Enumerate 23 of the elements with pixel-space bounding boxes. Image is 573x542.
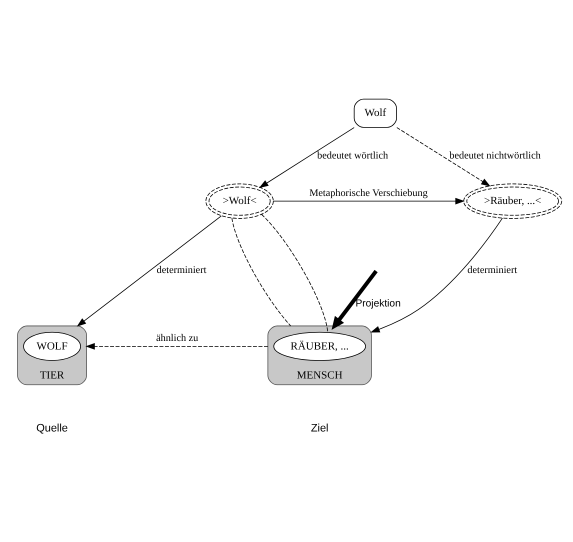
node-ellipse: >Räuber, ...< <box>463 184 562 219</box>
edge-label: determiniert <box>156 264 206 276</box>
edge-label: Metaphorische Verschiebung <box>309 188 428 199</box>
edge-label: ähnlich zu <box>156 333 198 344</box>
edge-label: determiniert <box>467 264 518 276</box>
arrow <box>259 127 355 188</box>
arrow <box>76 216 222 327</box>
arrow <box>396 127 491 186</box>
node-box: Wolf <box>354 98 397 128</box>
connector <box>232 218 292 326</box>
arrow <box>272 198 465 204</box>
node-ellipse: >Wolf< <box>205 184 274 219</box>
edge-label: Projektion <box>355 298 401 310</box>
arrow <box>370 218 503 332</box>
arrow <box>85 343 268 350</box>
node-label: Quelle <box>36 422 68 435</box>
edge-label: bedeutet wörtlich <box>317 150 388 162</box>
node-ellipse: WOLF <box>23 332 81 361</box>
node-ellipse: RÄUBER, ... <box>273 332 366 361</box>
connector <box>261 214 328 333</box>
edge-label: bedeutet nichtwörtlich <box>449 150 541 162</box>
node-label: Ziel <box>310 422 329 435</box>
arrow <box>332 270 378 330</box>
